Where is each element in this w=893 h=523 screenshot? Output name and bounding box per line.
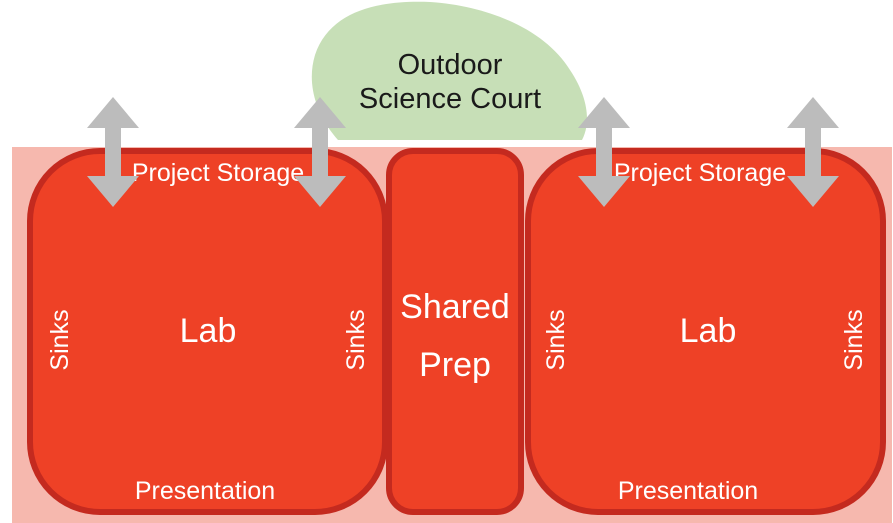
right-lab-sinks-left: Sinks bbox=[542, 309, 570, 370]
left-lab-storage-label: Project Storage bbox=[132, 159, 304, 187]
shared-prep-line1: Shared bbox=[400, 288, 510, 326]
left-lab-sinks-left: Sinks bbox=[46, 309, 74, 370]
outdoor-court-label-line2: Science Court bbox=[359, 83, 541, 115]
outdoor-science-court bbox=[311, 1, 587, 140]
outdoor-court-label-line1: Outdoor bbox=[398, 49, 503, 81]
left-lab-sinks-right: Sinks bbox=[342, 309, 370, 370]
shared-prep-line2: Prep bbox=[419, 346, 491, 384]
left-lab-title: Lab bbox=[180, 312, 237, 350]
right-lab-room bbox=[525, 148, 886, 515]
left-lab-room bbox=[27, 148, 388, 515]
right-lab-storage-label: Project Storage bbox=[614, 159, 786, 187]
right-lab-title: Lab bbox=[680, 312, 737, 350]
right-lab-presentation-label: Presentation bbox=[618, 477, 758, 505]
shared-prep-room bbox=[386, 148, 524, 515]
right-lab-sinks-right: Sinks bbox=[840, 309, 868, 370]
left-lab-presentation-label: Presentation bbox=[135, 477, 275, 505]
